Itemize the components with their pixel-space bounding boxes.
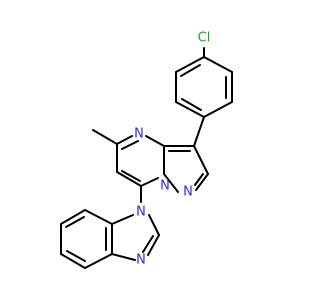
- double-bond: [66, 250, 86, 262]
- bond: [111, 214, 134, 225]
- bond: [111, 253, 136, 261]
- double-bond: [121, 140, 139, 150]
- bond: [203, 101, 233, 118]
- bond: [175, 56, 205, 73]
- nitrogen-label-pyrazole: N: [183, 185, 193, 200]
- bond: [84, 209, 113, 225]
- background: [0, 0, 300, 300]
- bond: [140, 177, 159, 187]
- methyl-bond: [92, 129, 118, 145]
- nitrogen-label-benzimidazole-3: N: [136, 253, 146, 268]
- bond: [60, 209, 86, 225]
- double-bond: [65, 216, 85, 228]
- bond: [116, 171, 142, 187]
- bond: [193, 145, 209, 175]
- bond: [116, 135, 133, 145]
- bond: [147, 234, 160, 256]
- chlorine-label: Cl: [198, 31, 211, 46]
- chlorophenyl-ring: [175, 47, 233, 118]
- double-bond: [181, 98, 202, 111]
- bond: [84, 253, 113, 269]
- bond: [193, 116, 205, 147]
- pyrimidine-ring: [92, 129, 165, 187]
- benzene-ring: [60, 209, 113, 269]
- double-bond: [142, 235, 154, 253]
- chemical-structure: Cl N N N N N: [0, 0, 300, 300]
- double-bond: [180, 64, 201, 77]
- nitrogen-label-bridgehead: N: [160, 179, 170, 194]
- nitrogen-label-pyrimidine: N: [134, 127, 144, 142]
- double-bond: [121, 170, 141, 182]
- bond: [175, 101, 205, 118]
- structure-canvas: Cl N N N N N: [0, 0, 300, 300]
- bond: [203, 56, 233, 73]
- pyrazole-ring: [163, 145, 209, 193]
- bond: [148, 214, 160, 236]
- bond: [195, 173, 209, 191]
- bond: [163, 173, 179, 193]
- bond: [145, 135, 165, 147]
- double-bond: [194, 173, 204, 186]
- bond: [60, 253, 86, 269]
- nitrogen-label-benzimidazole-1: N: [136, 205, 146, 220]
- imidazole-ring: [111, 214, 160, 261]
